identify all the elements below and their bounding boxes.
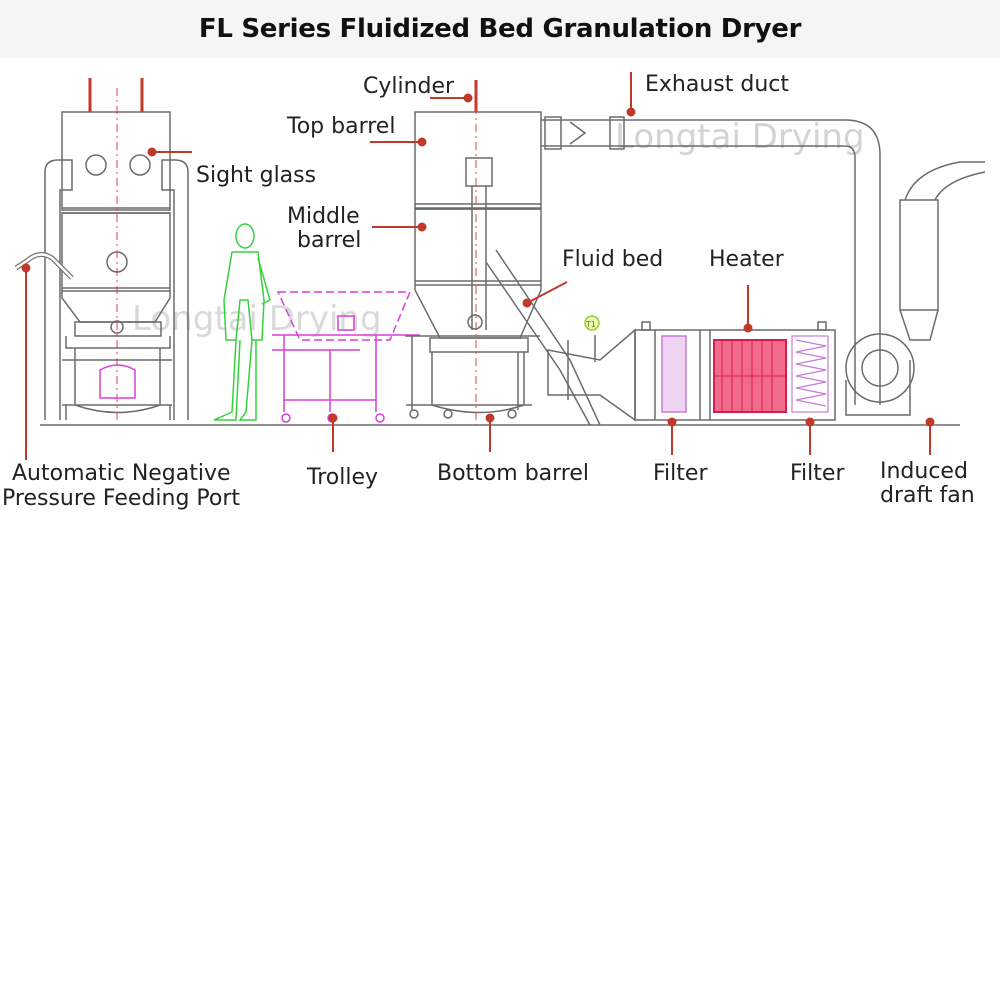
label-exhaust-duct: Exhaust duct [645,72,789,97]
title-bar: FL Series Fluidized Bed Granulation Drye… [0,0,1000,58]
label-bottom-barrel: Bottom barrel [437,461,590,486]
exhaust-duct-drawing [541,116,986,416]
filter-panel-1 [661,335,687,413]
label-trolley: Trolley [307,465,379,490]
label-feeding-port-line2: Pressure Feeding Port [2,486,241,511]
heater-filter-box [547,321,836,422]
label-sight-glass: Sight glass [196,163,317,188]
trolley-drawing [272,291,420,423]
operator-figure [213,223,271,421]
label-fan-line2: draft fan [880,483,975,508]
label-fluid-bed: Fluid bed [562,247,664,272]
label-middle-barrel-line2: barrel [297,228,362,253]
label-middle-barrel-line1: Middle [287,204,360,229]
page-title: FL Series Fluidized Bed Granulation Drye… [198,14,802,44]
leader-lines [21,72,935,460]
label-filter-1: Filter [653,461,708,486]
label-feeding-port-line1: Automatic Negative [12,461,231,486]
watermark-left: Longtai Drying [132,299,382,339]
gauge-text: T1 [585,320,596,329]
label-filter-2: Filter [790,461,845,486]
filter-panel-2 [791,335,829,413]
label-cylinder: Cylinder [363,74,455,99]
label-top-barrel: Top barrel [287,114,396,139]
label-fan-line1: Induced [880,459,968,484]
fluid-bed-tower [405,111,601,426]
label-heater: Heater [709,247,784,272]
left-dryer-unit [14,111,189,420]
temperature-gauge [584,315,600,331]
watermark-right: Longtai Drying [615,117,865,157]
